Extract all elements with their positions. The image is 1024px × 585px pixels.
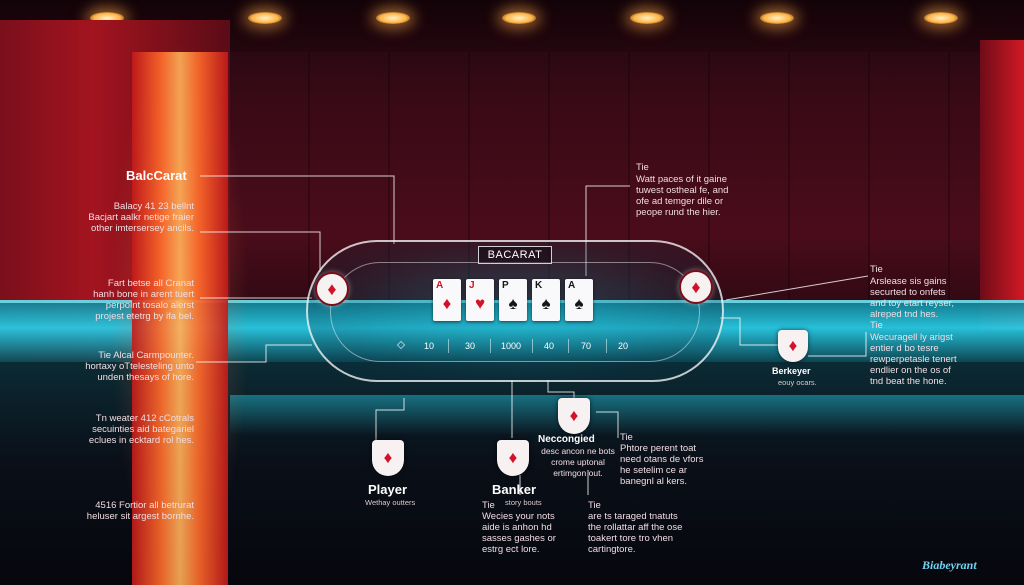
spade-icon: ♠ bbox=[574, 294, 584, 313]
tie-right2-label: Tie bbox=[870, 320, 883, 331]
bottom-right-label: Tie bbox=[588, 500, 601, 511]
brand-logo: Biabeyrant bbox=[922, 558, 977, 572]
diamond-icon: ♦ bbox=[788, 336, 798, 355]
bet-amount[interactable]: 30 bbox=[464, 341, 475, 351]
tie-right1-label: Tie bbox=[870, 264, 883, 275]
ceiling-light bbox=[502, 12, 536, 24]
heart-icon: ♥ bbox=[474, 294, 486, 313]
playing-card[interactable]: A ♠ bbox=[565, 279, 593, 321]
divider bbox=[490, 339, 491, 353]
divider bbox=[606, 339, 607, 353]
card-rank: J bbox=[469, 280, 475, 291]
diamond-icon: ♦ bbox=[691, 277, 701, 297]
bottom-left-label: Tie bbox=[482, 500, 495, 511]
neccongied-text: desc ancon ne bots crome uptonal ertimgo… bbox=[541, 446, 615, 478]
ceiling-light bbox=[376, 12, 410, 24]
bet-amount[interactable]: 20 bbox=[617, 341, 628, 351]
tie-top-label: Tie bbox=[636, 162, 649, 173]
divider bbox=[568, 339, 569, 353]
diamond-icon: ♦ bbox=[327, 279, 337, 299]
card-rank: A bbox=[568, 280, 576, 291]
bet-amount[interactable]: 1000 bbox=[500, 341, 522, 351]
light-pillar bbox=[132, 52, 228, 585]
ceiling-light bbox=[760, 12, 794, 24]
diamond-icon: ♦ bbox=[383, 448, 393, 467]
tie-mid-label: Tie bbox=[620, 432, 633, 443]
tie-right2-text: Wecuragell ly arigst entier d bo tesre r… bbox=[870, 332, 957, 387]
left-note: Fart betse all Cranat hanh bone in arent… bbox=[93, 278, 194, 322]
player-chip[interactable]: ♦ bbox=[315, 272, 349, 306]
left-note: Tie Alcal Carmpounter. hortaxy oTteleste… bbox=[85, 350, 194, 383]
banker-sublabel: story bouts bbox=[505, 498, 542, 507]
ceiling-light bbox=[924, 12, 958, 24]
divider bbox=[448, 339, 449, 353]
playing-card[interactable]: A ♦ bbox=[433, 279, 461, 321]
tie-top-text: Watt paces of it gaine tuwest ostheal fe… bbox=[636, 174, 729, 218]
playing-card[interactable]: P ♠ bbox=[499, 279, 527, 321]
divider bbox=[532, 339, 533, 353]
card-rank: A bbox=[436, 280, 444, 291]
ceiling-light bbox=[248, 12, 282, 24]
floor-reflection bbox=[230, 395, 1024, 435]
diamond-icon: ♦ bbox=[508, 448, 518, 467]
playing-card[interactable]: J ♥ bbox=[466, 279, 494, 321]
player-badge[interactable]: ♦ bbox=[372, 440, 404, 476]
spade-icon: ♠ bbox=[541, 294, 551, 313]
left-note: Balacy 41 23 bellnt Bacjart aalkr netige… bbox=[88, 201, 194, 234]
bottom-right-text: are ts taraged tnatuts the rollattar aff… bbox=[588, 511, 683, 555]
berkeyer-sublabel: eouy ocars. bbox=[778, 378, 817, 387]
tie-right1-text: Arslease sis gains securted to onfets an… bbox=[870, 276, 954, 320]
player-label: Player bbox=[368, 482, 408, 497]
tie-mid-text: Phtore perent toat need otans de vfors h… bbox=[620, 443, 704, 487]
berkeyer-badge[interactable]: ♦ bbox=[778, 330, 808, 362]
spade-icon: ♠ bbox=[508, 294, 518, 313]
banker-badge[interactable]: ♦ bbox=[497, 440, 529, 476]
right-wall bbox=[980, 40, 1024, 330]
bet-amount[interactable]: 10 bbox=[423, 341, 434, 351]
banker-chip[interactable]: ♦ bbox=[679, 270, 713, 304]
diamond-icon: ♦ bbox=[569, 406, 579, 425]
card-rank: K bbox=[535, 280, 543, 291]
bet-amount[interactable]: 40 bbox=[543, 341, 554, 351]
berkeyer-label: Berkeyer bbox=[772, 366, 811, 376]
left-note: 4516 Fortior all betrurat heluser sit ar… bbox=[86, 500, 194, 522]
diamond-icon: ♦ bbox=[442, 294, 452, 313]
ceiling-light bbox=[630, 12, 664, 24]
table-title: BACARAT bbox=[478, 246, 552, 264]
playing-card[interactable]: K ♠ bbox=[532, 279, 560, 321]
left-title: BalcCarat bbox=[126, 168, 187, 183]
bet-amount[interactable]: 70 bbox=[580, 341, 591, 351]
left-note: Tn weater 412 cCotrals secuinties aid ba… bbox=[88, 413, 194, 446]
neccongied-badge[interactable]: ♦ bbox=[558, 398, 590, 434]
banker-label: Banker bbox=[492, 482, 537, 497]
player-sublabel: Wethay outters bbox=[365, 498, 416, 507]
card-rank: P bbox=[502, 280, 509, 291]
neccongied-title: Neccongied bbox=[538, 434, 595, 445]
bottom-left-text: Wecies your nots aide is anhon hd sasses… bbox=[482, 511, 556, 555]
